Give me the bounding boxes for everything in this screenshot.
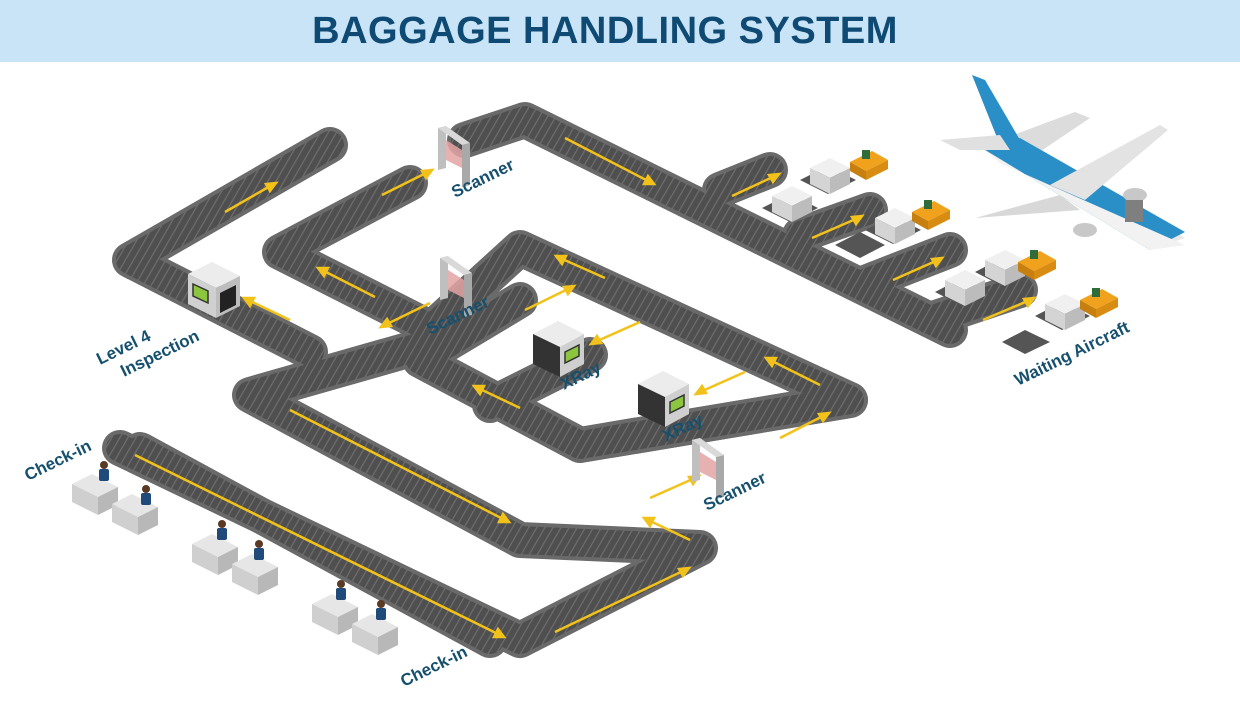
- xray-machine-left: [533, 321, 584, 377]
- header-bar: BAGGAGE HANDLING SYSTEM: [0, 0, 1240, 62]
- checkin-desk: [72, 461, 118, 515]
- checkin-desk: [232, 540, 278, 595]
- baggage-cart: [762, 186, 818, 222]
- scanner-gate-mid: [440, 256, 472, 317]
- level4-inspection-machine: [188, 262, 240, 318]
- baggage-cart: [1035, 294, 1090, 330]
- tug: [1080, 288, 1118, 318]
- tug: [850, 150, 888, 180]
- checkin-desk: [192, 520, 238, 575]
- scanner-gate-right: [692, 438, 724, 499]
- checkin-desk: [112, 485, 158, 535]
- baggage-cart: [1002, 330, 1050, 354]
- baggage-cart: [865, 208, 921, 244]
- aircraft: [940, 75, 1185, 250]
- baggage-diagram: Scanner Scanner Scanner Level 4 Inspecti…: [21, 75, 1185, 691]
- baggage-cart: [800, 158, 856, 194]
- checkin-top-label: Check-in: [21, 436, 94, 485]
- tug: [1018, 250, 1056, 280]
- conveyor-network: [102, 102, 1038, 658]
- baggage-cart: [935, 270, 990, 306]
- baggage-carts: [762, 158, 1090, 354]
- baggage-tugs: [850, 150, 1118, 318]
- page-title: BAGGAGE HANDLING SYSTEM: [312, 9, 898, 52]
- xray-machine-right: [638, 371, 689, 427]
- scanner-gate-top: [438, 126, 470, 187]
- baggage-cart: [835, 232, 885, 258]
- checkin-bottom-label: Check-in: [397, 642, 470, 691]
- checkin-desk: [352, 600, 398, 655]
- checkin-desk: [312, 580, 358, 635]
- checkin-counters: [72, 461, 398, 655]
- waiting-aircraft-label: Waiting Aircraft: [1011, 317, 1132, 389]
- tug: [912, 200, 950, 230]
- direction-arrows: [134, 136, 1037, 639]
